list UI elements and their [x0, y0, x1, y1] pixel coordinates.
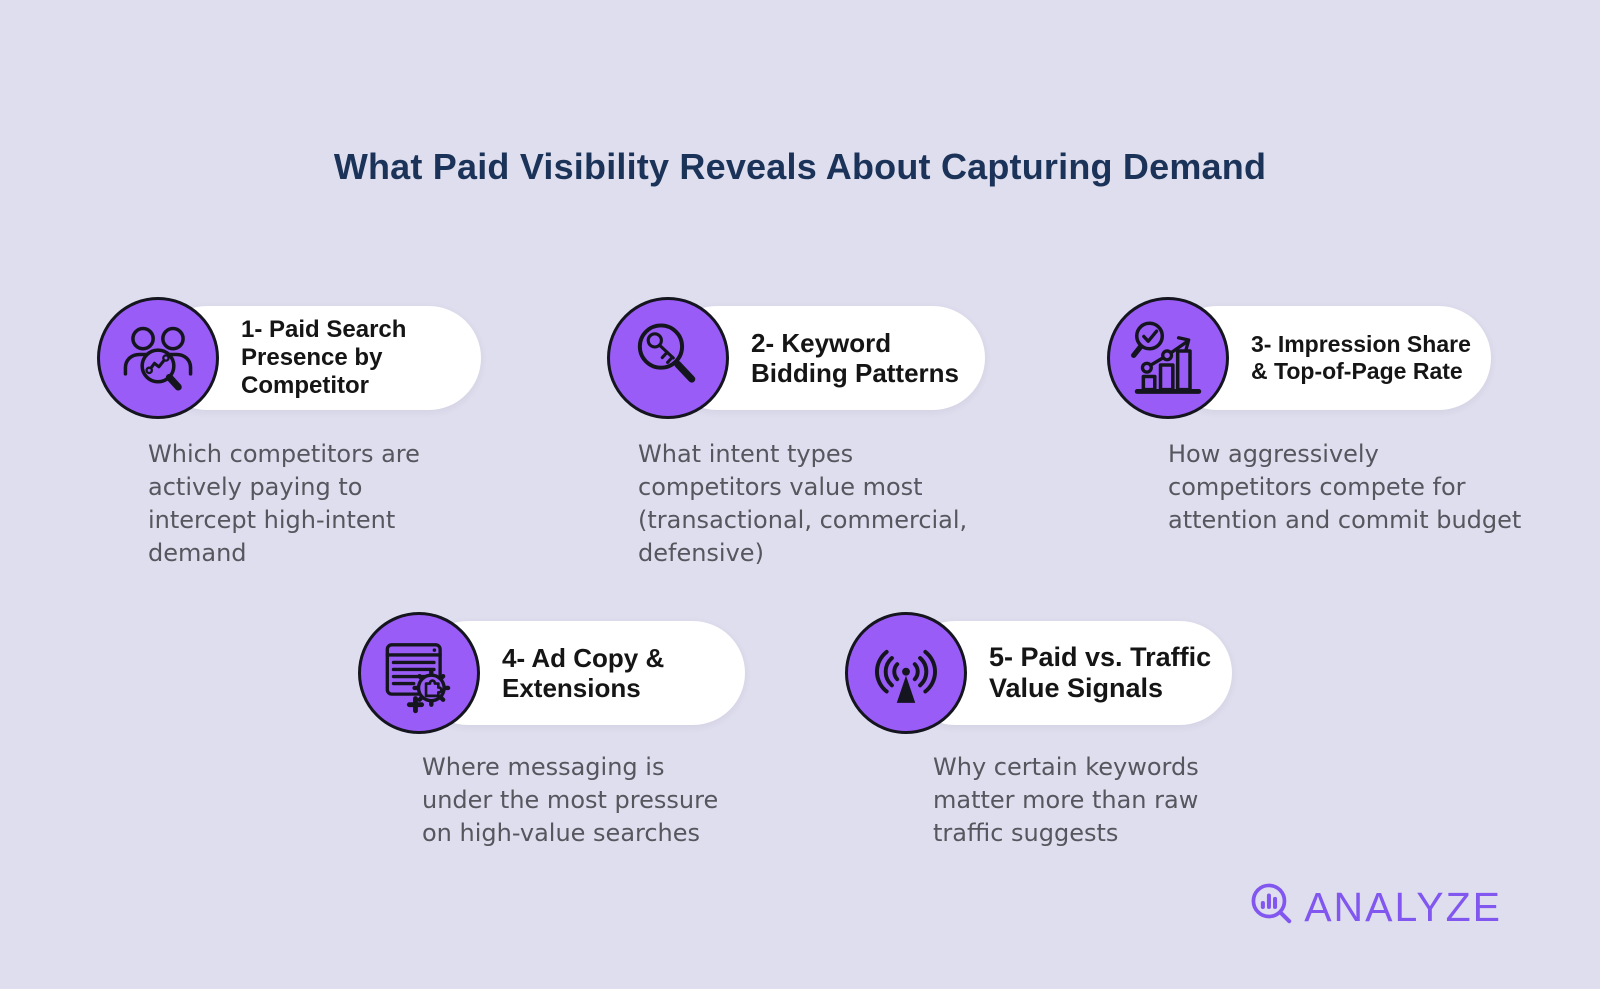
- card-paid-search-presence: 1- Paid Search Presence by Competitor: [97, 297, 481, 419]
- card-2-label: 2- Keyword Bidding Patterns: [751, 327, 960, 388]
- card-3-description: How aggressively competitors compete for…: [1168, 440, 1522, 534]
- card-1-description: Which competitors are actively paying to…: [148, 440, 420, 567]
- card-5-label: 5- Paid vs. Traffic Value Signals: [989, 641, 1212, 703]
- page-title: What Paid Visibility Reveals About Captu…: [333, 146, 1267, 187]
- card-keyword-bidding: 2- Keyword Bidding Patterns: [607, 297, 985, 419]
- card-2-description: What intent types competitors value most…: [638, 440, 968, 567]
- card-5-description: Why certain keywords matter more than ra…: [933, 753, 1199, 847]
- card-4-label: 4- Ad Copy & Extensions: [502, 642, 665, 703]
- broadcast-antenna-icon: [845, 612, 967, 734]
- card-1-label: 1- Paid Search Presence by Competitor: [241, 316, 407, 399]
- competitor-audience-search-icon: [97, 297, 219, 419]
- analyze-magnifier-chart-icon: [1246, 878, 1300, 937]
- ad-window-extensions-gear-icon: [358, 612, 480, 734]
- card-3-label: 3- Impression Share & Top-of-Page Rate: [1251, 331, 1471, 384]
- growth-check-magnifier-chart-icon: [1107, 297, 1229, 419]
- keyword-key-magnifier-icon: [607, 297, 729, 419]
- card-paid-vs-traffic: 5- Paid vs. Traffic Value Signals: [845, 612, 1232, 734]
- brand-name: ANALYZE: [1304, 884, 1502, 930]
- card-ad-copy-extensions: 4- Ad Copy & Extensions: [358, 612, 745, 734]
- brand-logo: ANALYZE: [1246, 878, 1502, 937]
- card-4-description: Where messaging is under the most pressu…: [422, 753, 719, 847]
- card-impression-share: 3- Impression Share & Top-of-Page Rate: [1107, 297, 1491, 419]
